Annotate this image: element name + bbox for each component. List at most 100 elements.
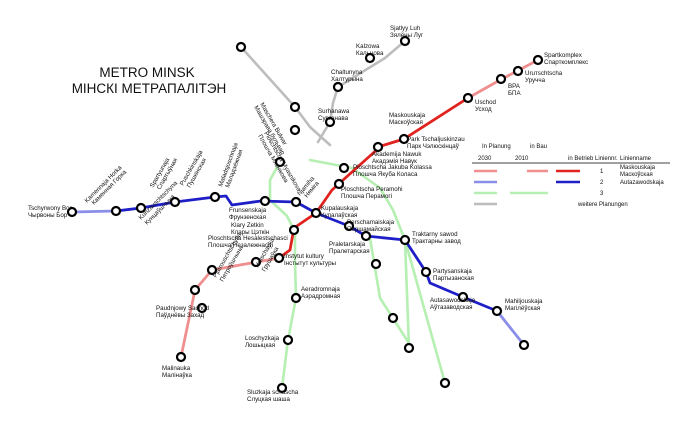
station-uschod[interactable] [462, 92, 474, 104]
label-klary: Klary Zetkin [231, 222, 264, 229]
label-mahileuskaja-cy: Магілёўская [505, 305, 540, 312]
station-malinauka[interactable] [175, 351, 187, 363]
station-kalzowa[interactable] [364, 52, 376, 64]
label-autazawodskaja-cy: Аўтазаводская [430, 304, 473, 311]
stations [66, 35, 544, 394]
label-surhanava: Surhanawa [318, 108, 350, 115]
station-pushkinskaja[interactable] [209, 191, 221, 203]
station-kamiennaja[interactable] [110, 205, 122, 217]
label-aeradromnaja: Aeradromnaja [301, 286, 340, 293]
map-title-cyrillic: МІНСКІ МЕТРАПАЛІТЭН [72, 81, 227, 96]
station-mahileuskaja-ext[interactable] [518, 339, 530, 351]
label-akademija: Akademija Nawuk [372, 151, 422, 158]
label-kalzowa: Kalzowa [356, 43, 380, 50]
label-kolasa: Ploschtscha Jakuba Kolassa [353, 164, 432, 171]
station-spartyunaja[interactable] [169, 196, 181, 208]
station-hrushauka[interactable] [250, 256, 262, 268]
legend-row-other-name: weitere Planungen [577, 202, 628, 208]
station-chaltunya[interactable] [332, 81, 344, 93]
station-kolasa[interactable] [338, 162, 350, 174]
station-piatrouschyna[interactable] [206, 264, 218, 276]
station-green-east-3[interactable] [403, 342, 415, 354]
label-sportkomplex-cy: Спарткомплекс [544, 59, 588, 66]
station-niezalezhnasci[interactable] [288, 224, 300, 236]
station-bpa[interactable] [495, 73, 507, 85]
station-tschyrvony[interactable] [66, 206, 78, 218]
station-mihalova[interactable] [189, 284, 201, 296]
station-park[interactable] [398, 133, 410, 145]
label-sluckaja: Sluzkaja schascha [247, 389, 299, 396]
station-praletarskaja[interactable] [360, 230, 372, 242]
station-sportkomplex[interactable] [532, 54, 544, 66]
legend-row-3-number: 3 [600, 191, 604, 197]
label-peramohi-cy: Плошча Перамогі [341, 193, 392, 200]
label-park: Park Tschaljuskinzau [407, 136, 465, 143]
legend-header-line-name: Linienname [620, 156, 652, 162]
label-praletarskaja-cy: Пралетарская [329, 248, 370, 255]
label-uruchcha: Uruтschtscha [525, 70, 563, 77]
label-perscha: Perschamaiskaja [347, 219, 395, 226]
station-paudnevy[interactable] [196, 302, 208, 314]
label-niezalezhnasci-cy: Плошча Незалежнасці [208, 242, 273, 249]
station-instytut[interactable] [273, 252, 285, 264]
station-peramohi[interactable] [333, 178, 345, 190]
label-traktarny-cy: Трактарны завод [412, 238, 461, 245]
station-mahileuskaja[interactable] [491, 305, 503, 317]
station-green-east-2[interactable] [387, 312, 399, 324]
station-frunzenskaja[interactable] [259, 195, 271, 207]
station-kuntsaushchyna[interactable] [135, 202, 147, 214]
station-loshytskaja[interactable] [282, 334, 294, 346]
label-mahileuskaja: Mahiljouskaja [505, 298, 543, 305]
label-kupalauskaja-cy: Купалаўская [321, 212, 357, 219]
label-loshytskaja-cy: Лошыцкая [245, 342, 275, 349]
legend-header-construction: in Bau [530, 144, 547, 150]
station-svietly[interactable] [399, 35, 411, 47]
station-green-east-1[interactable] [370, 258, 382, 270]
label-kamiennaja: Kamennaja Horka [83, 164, 123, 204]
station-gray-west-end[interactable] [235, 41, 247, 53]
station-aeradromnaja[interactable] [290, 292, 302, 304]
label-sluckaja-cy: Слуцкая шаша [247, 396, 290, 403]
legend-header-line-no: Liniennr. [595, 156, 618, 162]
label-kalzowa-cy: Кальцова [356, 50, 384, 57]
station-uruchcha[interactable] [512, 65, 524, 77]
label-autazawodskaja: Autasawodskaja [430, 297, 476, 304]
station-masherava[interactable] [289, 101, 301, 113]
station-partyzanskaja[interactable] [420, 266, 432, 278]
station-surhanava[interactable] [324, 116, 336, 128]
station-traktarny[interactable] [399, 234, 411, 246]
label-maskouskaja-cy: Маскоўская [389, 119, 423, 126]
station-vakzalnaja[interactable] [289, 124, 301, 136]
label-chaltunya: Chaltunyna [331, 69, 363, 76]
label-malinauka-cy: Малінаўка [162, 372, 192, 379]
label-bpa: BPA [508, 83, 521, 90]
station-maladziozhnaja[interactable] [274, 156, 286, 168]
map-title-latin: METRO MINSK [99, 65, 194, 80]
label-perscha-cy: Першамайская [347, 226, 391, 233]
station-niamiha[interactable] [290, 196, 302, 208]
label-akademija-cy: Акадэмія Навук [372, 158, 417, 165]
station-kupalauskaja[interactable] [310, 207, 322, 219]
legend-year-2030: 2030 [478, 156, 492, 162]
label-kupalauskaja: Kupalauskaja [321, 205, 359, 212]
label-tschyrvony: Tschyrwony Bor [28, 205, 72, 212]
label-kolasa-cy: Плошча Якуба Коласа [353, 171, 418, 178]
label-uschod: Uschod [475, 99, 497, 106]
label-aeradromnaja-cy: Аэрадромная [301, 293, 340, 300]
station-akademija[interactable] [372, 141, 384, 153]
label-svietly-cy: Зялёны Луг [390, 32, 424, 39]
station-green-east-4[interactable] [439, 377, 451, 389]
label-traktarny: Traktarny sawod [412, 231, 458, 238]
station-autazawodskaja[interactable] [457, 291, 469, 303]
legend-row-1-name: Maskouskaja [620, 165, 656, 171]
station-sluckaja[interactable] [276, 382, 288, 394]
label-niezalezhnasci: Ploschtscha Hesalestschasci [208, 235, 288, 242]
station-perscha[interactable] [343, 220, 355, 232]
label-paudnevy: Paudnjowy Sachod [156, 305, 210, 312]
label-tschyrvony-cy: Чырвоны Бор [28, 212, 68, 219]
label-klary-cy: Клары Цэткін [231, 229, 269, 236]
label-park-cy: Парк Чэлюскінцаў [407, 143, 460, 150]
label-frunzenskaja-cy: Фрунзенская [229, 214, 266, 221]
line-2-blue [70, 194, 526, 347]
label-peramohi: Ploschtscha Peramohi [341, 186, 403, 193]
